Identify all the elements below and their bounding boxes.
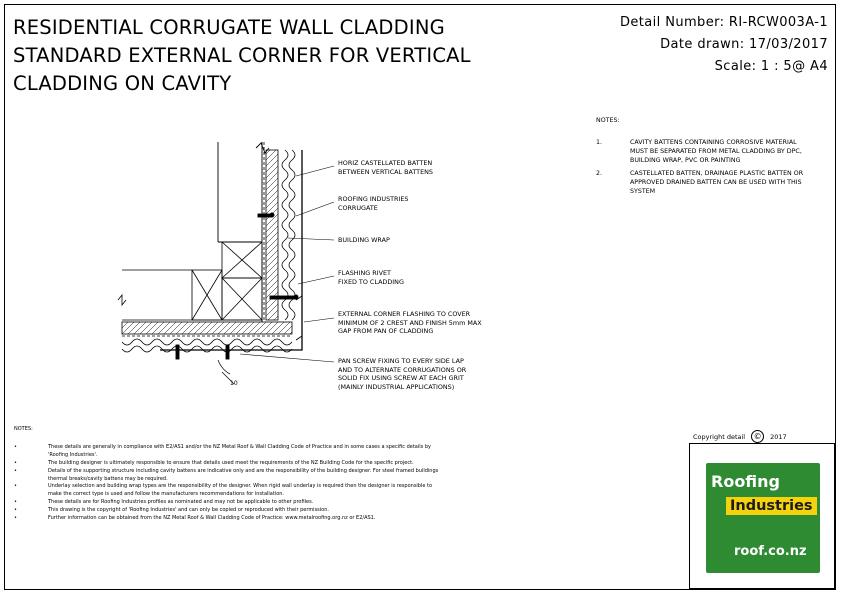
callout-corner-flashing: EXTERNAL CORNER FLASHING TO COVER MINIMU… [338, 310, 482, 336]
drawing-title: RESIDENTIAL CORRUGATE WALL CLADDING STAN… [13, 14, 471, 98]
general-note-text: This drawing is the copyright of 'Roofin… [48, 507, 329, 514]
general-notes: NOTES: •These details are generally in c… [14, 426, 439, 523]
external-corner-flashing [160, 150, 303, 351]
copyright-year: 2017 [770, 432, 787, 441]
callout-corrugate: ROOFING INDUSTRIES CORRUGATE [338, 195, 409, 212]
general-note-text: Underlay selection and building wrap typ… [48, 483, 433, 498]
general-note: •These details are for Roofing Industrie… [14, 499, 314, 506]
roofing-industries-logo: Roofing Industries roof.co.nz [706, 463, 820, 573]
general-note: •Details of the supporting structure inc… [14, 467, 439, 482]
side-notes-heading: NOTES: [596, 117, 620, 124]
general-note-text: Details of the supporting structure incl… [48, 467, 439, 482]
title-line-3: CLADDING ON CAVITY [13, 72, 232, 95]
side-note-text: CAVITY BATTENS CONTAINING CORROSIVE MATE… [630, 139, 802, 164]
side-note-number: 1. [596, 139, 603, 146]
copyright-icon: © [751, 430, 765, 443]
general-note-text: The building designer is ultimately resp… [48, 459, 414, 466]
general-note: •Further information can be obtained fro… [14, 515, 376, 522]
vertical-wall-framing [217, 142, 270, 322]
logo-panel [689, 443, 835, 589]
general-note: •This drawing is the copyright of 'Roofi… [14, 507, 329, 514]
title-block-meta: Detail Number: RI-RCW003A-1 Date drawn: … [620, 12, 828, 78]
title-line-1: RESIDENTIAL CORRUGATE WALL CLADDING [13, 16, 445, 39]
drawing-scale: Scale: 1 : 5@ A4 [714, 59, 828, 74]
side-note: 1. CAVITY BATTENS CONTAINING CORROSIVE M… [596, 138, 806, 165]
vertical-cladding [263, 142, 296, 322]
side-note-number: 2. [596, 170, 603, 177]
drawing-frame [4, 4, 836, 590]
svg-text:10: 10 [230, 380, 238, 387]
general-note-text: Further information can be obtained from… [48, 515, 376, 522]
callout-castellated-batten: HORIZ CASTELLATED BATTEN BETWEEN VERTICA… [338, 159, 433, 176]
side-notes: NOTES: 1. CAVITY BATTENS CONTAINING CORR… [596, 116, 806, 196]
logo-word-industries: Industries [726, 497, 817, 515]
callout-flashing-rivet: FLASHING RIVET FIXED TO CLADDING [338, 269, 404, 286]
general-notes-heading: NOTES: [14, 426, 33, 432]
logo-word-roofing: Roofing [711, 472, 781, 491]
side-note-text: CASTELLATED BATTEN, DRAINAGE PLASTIC BAT… [630, 170, 804, 195]
general-note: •These details are generally in complian… [14, 444, 439, 460]
section-arc-mark: 10 [217, 359, 238, 387]
general-note: •The building designer is ultimately res… [14, 459, 414, 466]
detail-number: Detail Number: RI-RCW003A-1 [620, 15, 828, 30]
logo-website: roof.co.nz [734, 544, 807, 559]
date-drawn: Date drawn: 17/03/2017 [660, 37, 828, 52]
copyright-label: Copyright detail [693, 432, 746, 441]
stud-blocks [117, 241, 263, 321]
callout-pan-screw: PAN SCREW FIXING TO EVERY SIDE LAP AND T… [338, 357, 467, 391]
side-note: 2. CASTELLATED BATTEN, DRAINAGE PLASTIC … [596, 169, 806, 196]
general-note: •Underlay selection and building wrap ty… [14, 483, 439, 499]
callout-leaders [239, 165, 335, 363]
callout-building-wrap: BUILDING WRAP [338, 236, 390, 244]
horizontal-cladding [121, 321, 293, 353]
screw-fixings [175, 212, 299, 360]
title-line-2: STANDARD EXTERNAL CORNER FOR VERTICAL [13, 44, 471, 67]
general-note-text: These details are for Roofing Industries… [48, 499, 314, 506]
general-note-text: These details are generally in complianc… [48, 443, 431, 458]
copyright-line: Copyright detail © 2017 [693, 430, 787, 443]
